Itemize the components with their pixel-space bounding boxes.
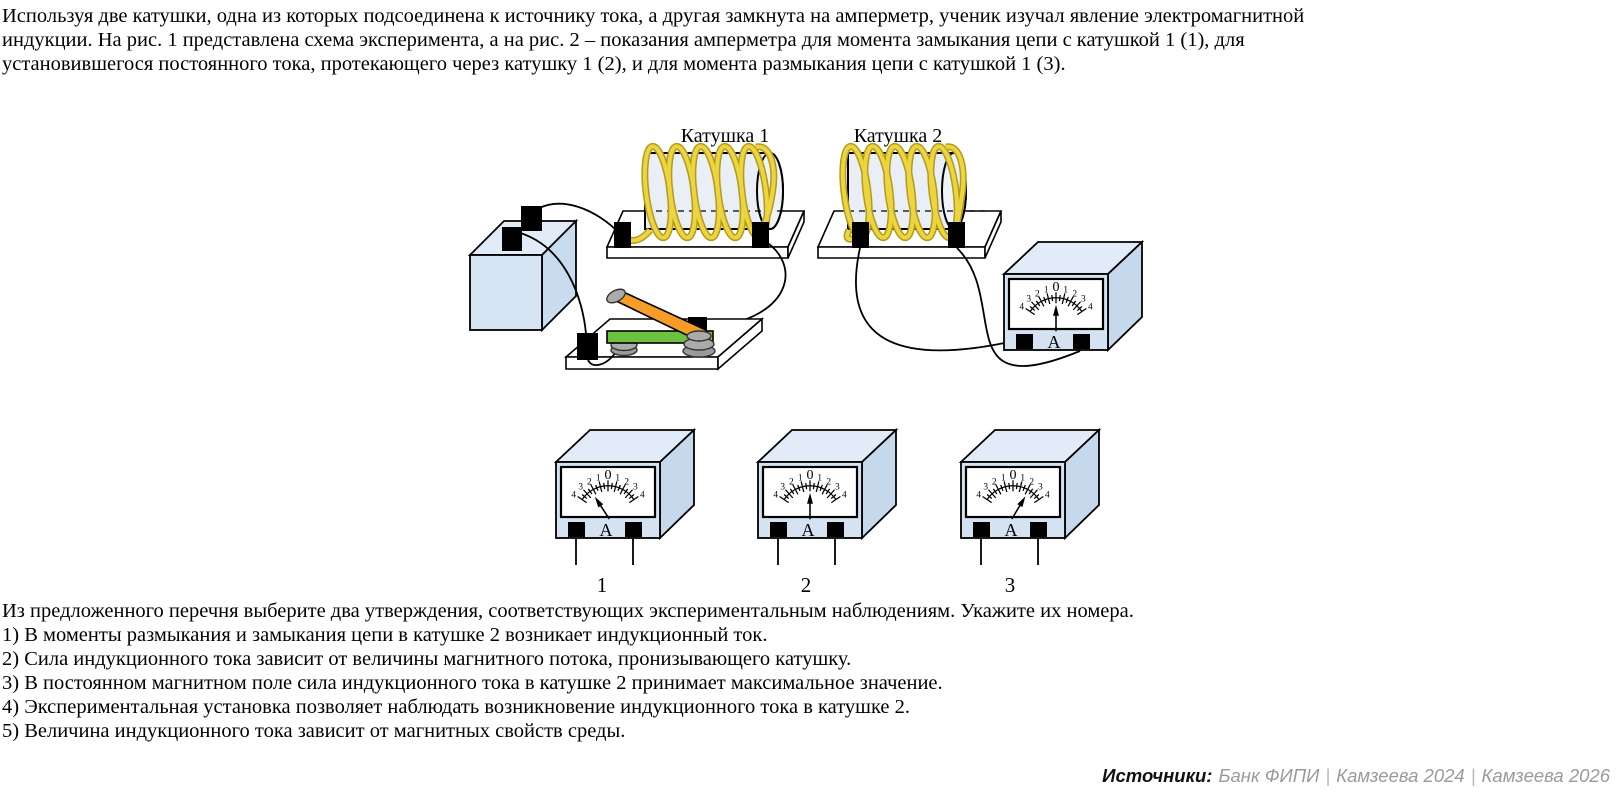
sources-footer: Источники:Банк ФИПИ|Камзеева 2024|Камзее… (1102, 765, 1610, 787)
coil-2 (816, 142, 1003, 259)
sources-label: Источники: (1102, 765, 1213, 786)
ammeter-1: 1 (554, 428, 696, 597)
pipe-separator: | (1470, 765, 1476, 786)
coil-1 (605, 142, 806, 259)
experiment-figure: 0 1 1 2 2 3 3 4 4 А (467, 125, 1144, 597)
question-prompt: Из предложенного перечня выберите два ут… (2, 600, 1134, 622)
source-item: Банк ФИПИ (1218, 765, 1320, 786)
intro-line: установившегося постоянного тока, протек… (2, 53, 1066, 75)
meter-3-label: 3 (1005, 573, 1016, 597)
option-line: 2) Сила индукционного тока зависит от ве… (2, 648, 852, 670)
source-item: Камзеева 2026 (1481, 765, 1610, 786)
power-source (467, 206, 579, 333)
intro-line: индукции. На рис. 1 представлена схема э… (2, 29, 1245, 51)
option-line: 5) Величина индукционного тока зависит о… (2, 720, 626, 742)
coil-1-winding (619, 142, 778, 244)
question-text: Из предложенного перечня выберите два ут… (2, 599, 1134, 743)
source-item: Камзеева 2024 (1336, 765, 1465, 786)
coil-2-label: Катушка 2 (854, 125, 943, 147)
option-line: 1) В моменты размыкания и замыкания цепи… (2, 624, 768, 646)
meter-1-label: 1 (597, 573, 608, 597)
coil-1-label: Катушка 1 (681, 125, 770, 147)
intro-text: Используя две катушки, одна из которых п… (2, 4, 1304, 76)
ammeter-main (1002, 240, 1144, 354)
switch-key (563, 288, 765, 371)
ammeter-2: 2 (756, 428, 898, 597)
intro-line: Используя две катушки, одна из которых п… (2, 5, 1305, 27)
option-line: 4) Экспериментальная установка позволяет… (2, 696, 911, 718)
pipe-separator: | (1325, 765, 1331, 786)
option-line: 3) В постоянном магнитном поле сила инду… (2, 672, 943, 694)
ammeter-3: 3 (959, 428, 1101, 597)
meter-2-label: 2 (801, 573, 812, 597)
